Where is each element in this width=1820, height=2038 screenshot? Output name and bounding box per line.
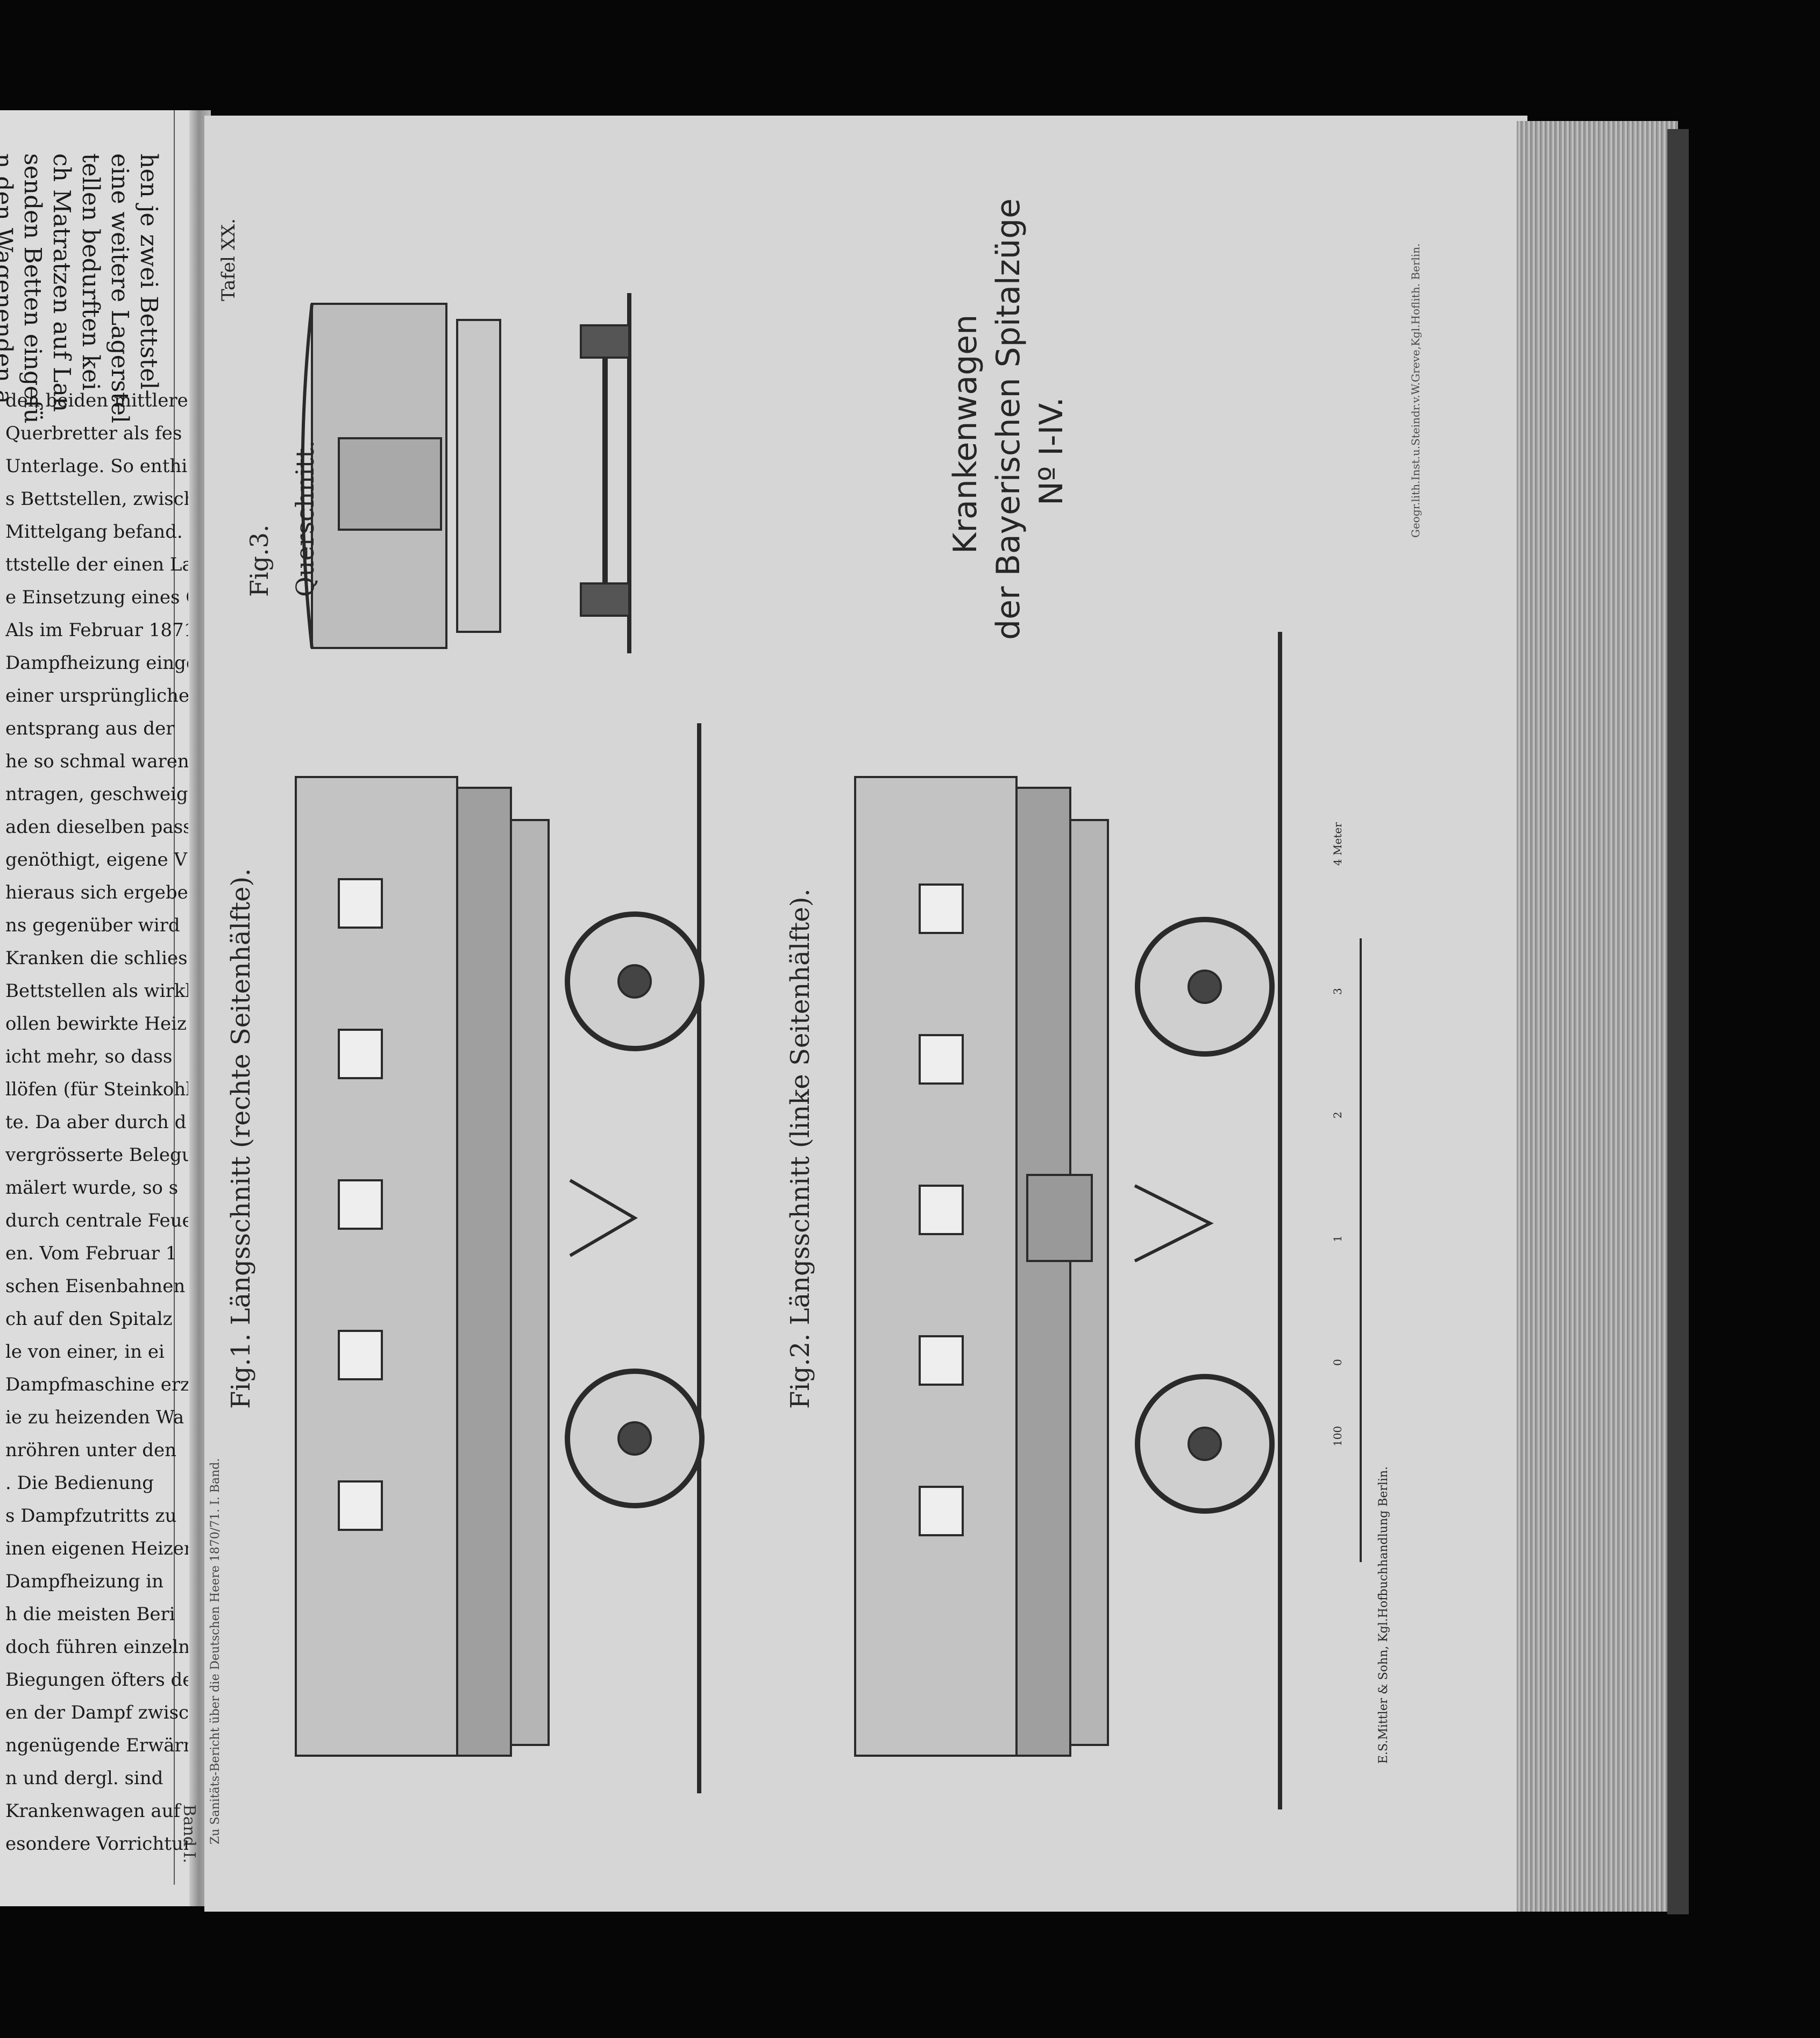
left-text-line: n und dergl. sind [5, 1768, 163, 1789]
left-text-line: llöfen (für Steinkohl [5, 1079, 188, 1100]
left-text-line: ns gegenüber wird [5, 915, 180, 936]
scale-tick-label: 100 [1331, 1426, 1344, 1446]
plate-title-line2: der Bayerischen Spitalzüge [990, 198, 1027, 640]
fig3-label: Fig.3. [245, 524, 274, 597]
scale-tick-label: 4 Meter [1331, 822, 1344, 866]
left-page [0, 110, 199, 1906]
plate-title-line1: Krankenwagen [947, 314, 984, 554]
left-text-line: le von einer, in ei [5, 1341, 165, 1363]
scale-tick-label: 1 [1331, 1235, 1344, 1242]
left-text-line: Biegungen öfters def [5, 1669, 188, 1691]
left-text-line: he so schmal waren, [5, 751, 188, 772]
left-text-line: aden dieselben passi [5, 816, 188, 838]
left-text-line: nröhren unter den [5, 1440, 177, 1461]
fig2-caption: Fig.2. Längsschnitt (linke Seitenhälfte)… [785, 888, 815, 1409]
left-text-line: genöthigt, eigene V [5, 849, 187, 871]
left-text-line: en. Vom Februar 1 [5, 1243, 177, 1264]
left-text-line: Dampfheizung eingefü [5, 652, 188, 674]
left-text-line: e Einsetzung eines Ofe [5, 587, 188, 608]
left-text-line: Querbretter als fes [5, 423, 182, 444]
left-text-line: schen Eisenbahnen ü [5, 1275, 188, 1297]
fig3-caption: Querschnitt. [290, 440, 319, 597]
left-text-line: ttstelle der einen La [5, 554, 188, 575]
left-text-line: ngenügende Erwärm [5, 1735, 188, 1756]
left-text-line: den beiden mittleren, [5, 390, 188, 411]
left-text-line: ch auf den Spitalz [5, 1308, 173, 1330]
left-text-line: h die meisten Beri [5, 1604, 175, 1625]
left-text-line: en der Dampf zwisc [5, 1702, 188, 1723]
left-text-line: s Dampfzutritts zu [5, 1505, 177, 1527]
fig3-cross-section [301, 293, 631, 653]
plate-number: Tafel XX. [218, 218, 239, 301]
scale-tick-label: 0 [1331, 1359, 1344, 1366]
left-text-line: Mittelgang befand. V [5, 521, 188, 543]
left-text-line: ollen bewirkte Heiz [5, 1013, 187, 1035]
book-cover-edge [1667, 129, 1689, 1914]
left-text-line: icht mehr, so dass [5, 1046, 173, 1067]
left-text-line: Dampfheizung in [5, 1571, 164, 1592]
left-text-line: te. Da aber durch d [5, 1111, 187, 1133]
left-text-line: einer ursprünglichen [5, 685, 188, 707]
left-text-line: durch centrale Feue [5, 1210, 188, 1231]
left-text-line: inen eigenen Heizer. [5, 1538, 188, 1559]
left-text-line: hieraus sich ergeben [5, 882, 188, 903]
left-text-line: entsprang aus der [5, 718, 175, 739]
railway-car-drawing [295, 293, 1362, 1809]
left-text-line: ntragen, geschweige d [5, 783, 188, 805]
left-text-line: Dampfmaschine erz [5, 1374, 188, 1395]
left-text-line: ie zu heizenden Wa [5, 1407, 184, 1428]
fig1-longitudinal-section [295, 723, 705, 1793]
left-text-line: Unterlage. So enthielt [5, 455, 188, 477]
left-text-line: Bettstellen als wirkli [5, 980, 188, 1002]
left-text-line: Kranken die schliessl [5, 947, 188, 969]
plate-title-line3: Nº I-IV. [1033, 397, 1070, 505]
engraver-credit: Geogr.lith.Inst.u.Steindr.v.W.Greve,Kgl.… [1409, 243, 1422, 538]
left-text-line: Krankenwagen auf [5, 1800, 181, 1822]
volume-credit: Zu Sanitäts-Bericht über die Deutschen H… [209, 1458, 222, 1844]
left-text-line: esondere Vorrichtung [5, 1833, 188, 1855]
scale-tick-label: 2 [1331, 1111, 1344, 1118]
fig2-longitudinal-section [854, 632, 1362, 1809]
left-text-line: s Bettstellen, zwisch [5, 488, 188, 510]
left-text-line: doch führen einzeln [5, 1636, 188, 1658]
left-text-line: vergrösserte Belegu [5, 1144, 188, 1166]
publisher-credit: E.S.Mittler & Sohn, Kgl.Hofbuchhandlung … [1377, 1466, 1390, 1764]
left-text-line: . Die Bedienung [5, 1472, 154, 1494]
scale-tick-label: 3 [1331, 988, 1344, 995]
page-edges [1517, 121, 1678, 1912]
fig1-caption: Fig.1. Längsschnitt (rechte Seitenhälfte… [226, 868, 256, 1409]
left-text-line: mälert wurde, so s [5, 1177, 179, 1199]
left-text-line: Als im Februar 1871 [5, 619, 188, 641]
